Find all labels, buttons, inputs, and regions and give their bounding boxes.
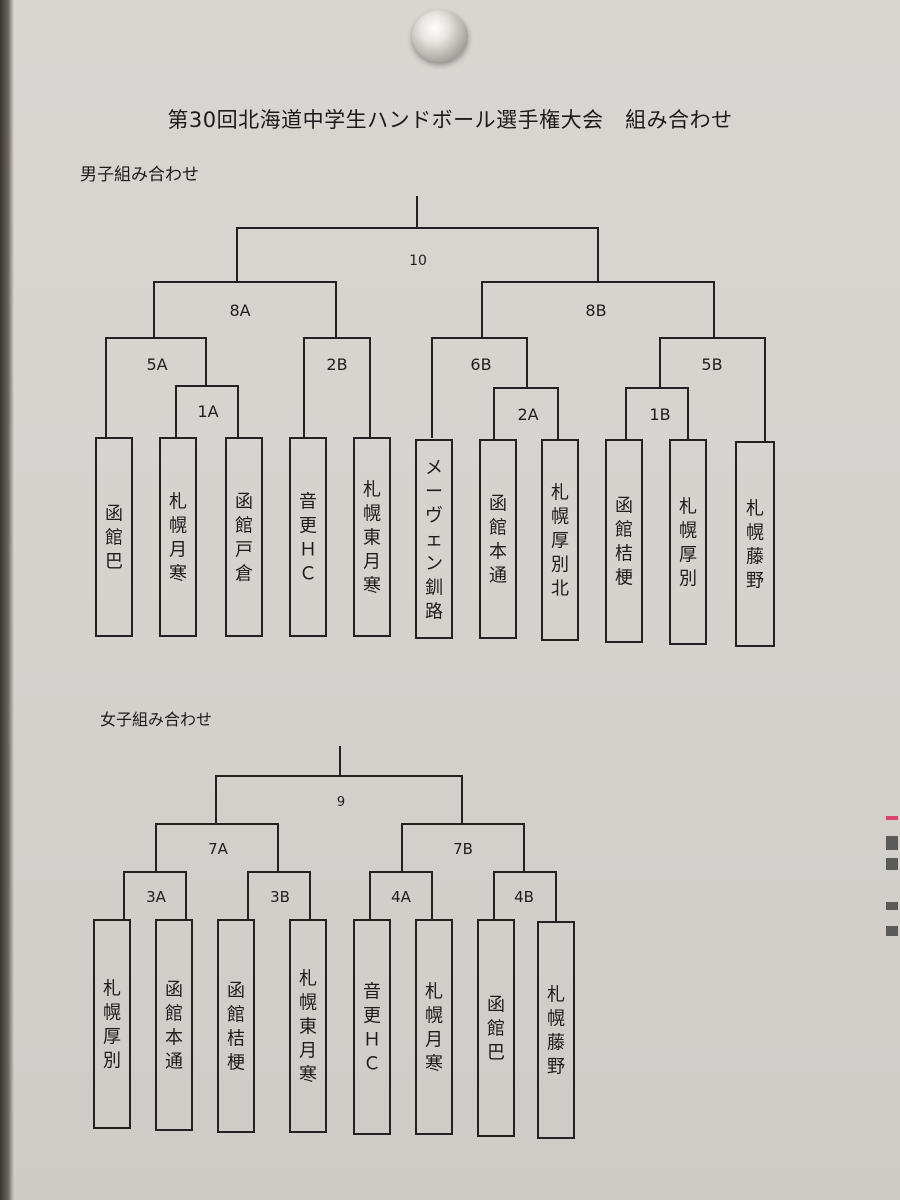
boys-team-box <box>415 439 453 639</box>
edge-mark <box>886 902 898 910</box>
boys-team-name: 札幌厚別北 <box>551 482 569 599</box>
boys-team-box <box>95 437 133 637</box>
boys-match-label-2b: 2B <box>326 355 347 374</box>
girls-team-names: 札幌厚別 函館本通 函館桔梗 札幌東月寒 音更ＨＣ 札幌月寒 函館巴 札幌藤野 <box>103 968 565 1085</box>
girls-team-name: 札幌厚別 <box>103 978 121 1071</box>
boys-2b-bracket <box>303 337 371 438</box>
boys-team-box <box>605 439 643 643</box>
girls-match-label-7a: 7A <box>208 840 229 858</box>
girls-match-label-4a: 4A <box>391 888 412 906</box>
edge-mark <box>886 858 898 870</box>
boys-team-box <box>159 437 197 637</box>
girls-team-name: 函館本通 <box>165 979 183 1072</box>
girls-match-label-3a: 3A <box>146 888 167 906</box>
boys-team-name: 音更ＨＣ <box>299 491 317 584</box>
girls-3a-bracket <box>123 871 187 920</box>
girls-7a-bracket <box>155 823 279 872</box>
boys-match-label-1a: 1A <box>197 402 218 421</box>
boys-team-name: 札幌厚別 <box>679 496 697 589</box>
push-pin <box>412 10 468 62</box>
girls-match-label-3b: 3B <box>270 888 290 906</box>
boys-team-box <box>289 437 327 637</box>
girls-team-box <box>537 921 575 1139</box>
girls-4a-bracket <box>369 871 433 920</box>
boys-team-name: 札幌藤野 <box>746 498 764 591</box>
girls-team-box <box>217 919 255 1133</box>
girls-team-box <box>353 919 391 1135</box>
boys-team-name: 函館本通 <box>489 493 507 586</box>
boys-5a-bracket <box>105 337 207 438</box>
girls-team-box <box>93 919 131 1129</box>
girls-team-name: 札幌東月寒 <box>299 968 317 1085</box>
girls-match-label-4b: 4B <box>514 888 534 906</box>
edge-mark <box>886 836 898 850</box>
girls-team-box <box>289 919 327 1133</box>
boys-match-label-6b: 6B <box>470 355 491 374</box>
girls-4b-bracket <box>493 871 557 922</box>
girls-team-box <box>477 919 515 1137</box>
girls-team-name: 音更ＨＣ <box>363 981 381 1074</box>
boys-bracket-heading: 男子組み合わせ <box>80 165 199 185</box>
boys-match-label-8a: 8A <box>229 301 250 320</box>
boys-8b-bracket <box>481 281 715 338</box>
girls-final-bracket <box>215 775 463 824</box>
girls-bracket <box>93 746 575 1139</box>
boys-match-label-5a: 5A <box>146 355 167 374</box>
boys-team-box <box>353 437 391 637</box>
boys-team-name: 札幌月寒 <box>169 491 187 584</box>
edge-mark <box>886 816 898 820</box>
boys-match-label-8b: 8B <box>585 301 606 320</box>
girls-match-label-7b: 7B <box>453 840 473 858</box>
girls-match-label-final: 9 <box>337 795 345 810</box>
girls-team-box <box>415 919 453 1135</box>
boys-team-name: 函館戸倉 <box>235 491 253 584</box>
boys-team-names: 函館巴 札幌月寒 函館戸倉 音更ＨＣ 札幌東月寒 メーヴェン釧路 函館本通 札幌厚別北 函館桔梗… <box>105 457 764 622</box>
boys-match-label-1b: 1B <box>649 405 670 424</box>
boys-team-box <box>479 439 517 639</box>
boys-team-name: 函館巴 <box>105 503 123 572</box>
boys-team-box <box>225 437 263 637</box>
boys-team-name: メーヴェン釧路 <box>425 457 443 622</box>
girls-3b-bracket <box>247 871 311 920</box>
boys-5b-bracket <box>659 337 766 442</box>
boys-team-box <box>669 439 707 645</box>
girls-bracket-heading: 女子組み合わせ <box>100 710 213 729</box>
sheet-shadow-edge <box>0 0 14 1200</box>
boys-8a-bracket <box>153 281 337 338</box>
edge-mark <box>886 926 898 936</box>
boys-1b-bracket <box>625 387 689 440</box>
boys-match-label-final: 10 <box>409 253 427 269</box>
boys-team-box <box>541 439 579 641</box>
boys-team-box <box>735 441 775 647</box>
girls-7b-bracket <box>401 823 525 872</box>
adjacent-page-edge <box>884 806 900 946</box>
boys-team-name: 函館桔梗 <box>615 495 633 588</box>
boys-match-label-2a: 2A <box>517 405 538 424</box>
boys-1a-bracket <box>175 385 239 438</box>
girls-team-name: 札幌月寒 <box>425 981 443 1074</box>
girls-team-name: 札幌藤野 <box>547 984 565 1077</box>
boys-2a-bracket <box>493 387 559 440</box>
girls-team-name: 函館桔梗 <box>227 980 245 1073</box>
boys-6b-bracket <box>431 337 528 438</box>
boys-match-label-5b: 5B <box>701 355 722 374</box>
girls-team-name: 函館巴 <box>487 994 505 1063</box>
page-title: 第30回北海道中学生ハンドボール選手権大会 組み合わせ <box>167 108 733 132</box>
girls-team-box <box>155 919 193 1131</box>
boys-final-bracket <box>236 227 599 282</box>
boys-bracket <box>95 196 775 647</box>
boys-team-name: 札幌東月寒 <box>363 479 381 596</box>
